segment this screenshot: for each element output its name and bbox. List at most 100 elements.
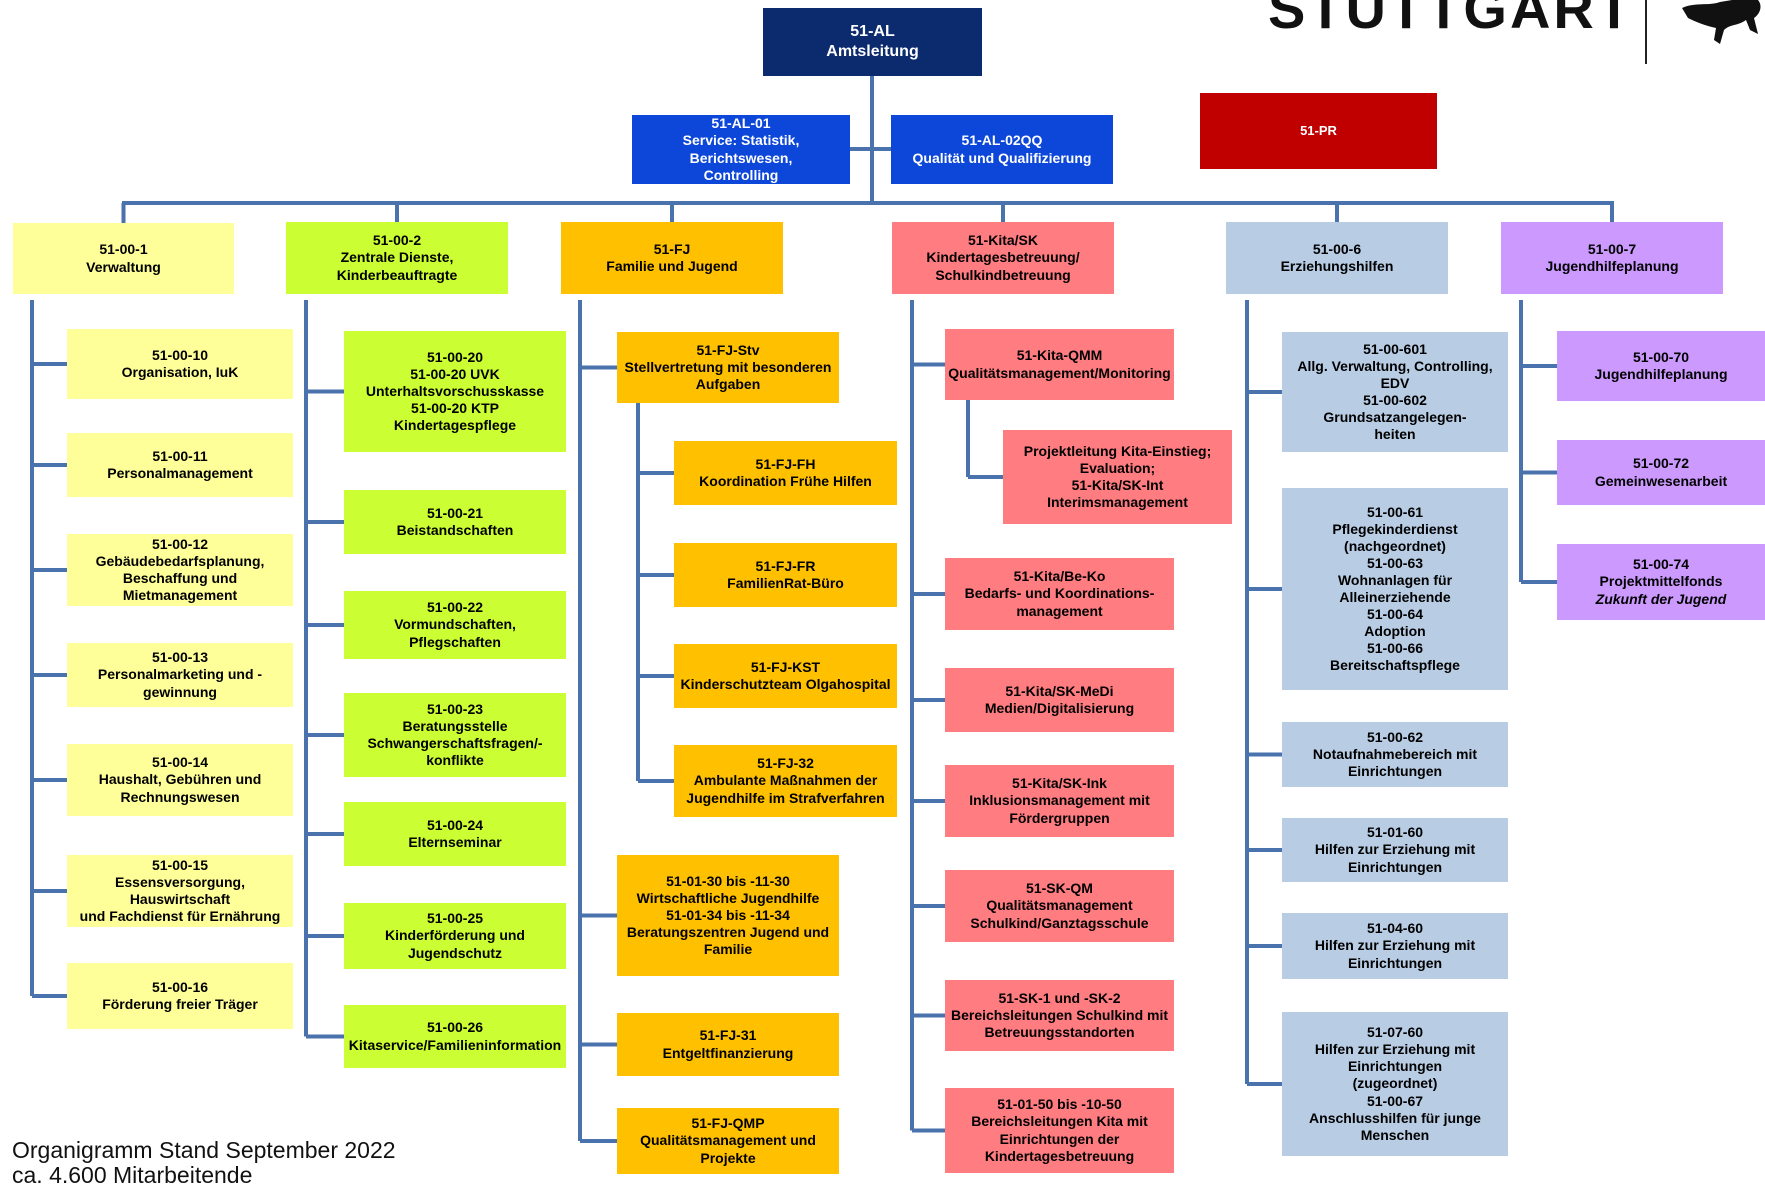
- box-text-line: 51-00-66: [1366, 640, 1424, 657]
- box-text-line: Fördergruppen: [1009, 809, 1110, 826]
- box-text-line: Gebäudebedarfsplanung,: [95, 552, 265, 569]
- box-text-line: Einrichtungen: [1347, 1058, 1443, 1075]
- box-text-line: Schulkindbetreuung: [935, 266, 1071, 283]
- box-text-line: Qualität und Qualifizierung: [912, 149, 1092, 166]
- box-text-line: 51-FJ-32: [757, 755, 814, 772]
- box-text-line: Erziehungshilfen: [1280, 258, 1394, 274]
- box-text-line: 51-00-20 KTP: [411, 400, 499, 417]
- box-text-line: 51-00-12: [151, 535, 209, 552]
- box-text-line: Einrichtungen der: [999, 1130, 1120, 1147]
- box-text-line: Bereitschaftspflege: [1330, 657, 1460, 674]
- box-text-line: Notaufnahmebereich mit: [1312, 745, 1478, 762]
- box-text-line: Familie: [703, 941, 753, 958]
- box-text-line: Qualitätsmanagement/Monitoring: [948, 364, 1171, 381]
- box-text-line: Kinderbeauftragte: [336, 266, 458, 283]
- box-text-line: Kindertagespflege: [393, 417, 517, 434]
- box-text-line: 51-00-6: [1312, 240, 1362, 257]
- box-text-line: Unterhaltsvorschusskasse: [365, 382, 545, 399]
- box-text-line: 51-00-14: [151, 754, 209, 771]
- box-text-line: Einrichtungen: [1347, 954, 1443, 971]
- box-text-line: Stellvertretung mit besonderen: [624, 358, 832, 375]
- box-text-line: 51-AL: [850, 23, 895, 41]
- box-text-line: Kinderschutzteam Olgahospital: [680, 676, 891, 692]
- box-text-line: 51-00-15: [151, 856, 209, 873]
- box-text-line: 51-00-21: [426, 504, 484, 521]
- box-text-line: Kinderförderung und Jugendschutz: [385, 927, 525, 961]
- box-text-line: Wirtschaftliche Jugendhilfe: [636, 889, 820, 906]
- box-text-line: 51-AL-01: [711, 115, 771, 132]
- box-text-line: Beratungszentren Jugend und: [626, 924, 830, 941]
- box-text-line: Koordination Frühe Hilfen: [699, 473, 872, 489]
- box-text-line: 51-00-7: [1587, 240, 1637, 257]
- box-text-line: 51-04-60: [1366, 920, 1424, 937]
- box-text-line: Menschen: [1360, 1126, 1430, 1143]
- box-text-line: Bedarfs- und Koordinations-: [964, 585, 1155, 602]
- box-text-line: 51-FJ-QMP: [691, 1115, 765, 1132]
- box-text-line: Betreuungsstandorten: [984, 1024, 1135, 1041]
- box-text-line: 51-FJ-KST: [750, 658, 821, 675]
- box-text-line: 51-FJ: [653, 240, 691, 257]
- box-text-line: 51-00-63: [1366, 554, 1424, 571]
- box-text-line: Haushalt, Gebühren und: [98, 771, 262, 788]
- box-text-line: 51-00-67: [1366, 1092, 1424, 1109]
- box-text-line: Förderung freier Träger: [102, 996, 258, 1012]
- box-text-line: 51-00-23: [426, 700, 484, 717]
- box-text-line: 51-00-64: [1366, 606, 1424, 623]
- box-text-line: FamilienRat-Büro: [727, 575, 844, 591]
- box-text-line: Personalmanagement: [107, 465, 253, 481]
- box-text-line: 51-Kita/SK-MeDi: [1005, 682, 1114, 699]
- box-text-line: Familie und Jugend: [606, 258, 738, 274]
- box-text-line: Interimsmanagement: [1047, 494, 1188, 511]
- box-text-line: management: [1016, 602, 1103, 619]
- box-text-line: 51-00-74: [1632, 556, 1690, 573]
- box-text-line: Vormundschaften, Pflegschaften: [394, 616, 516, 650]
- box-text-line: Beratungsstelle: [402, 717, 508, 734]
- box-text-line: Bereichsleitungen Schulkind mit: [950, 1006, 1169, 1023]
- box-text-line: 51-SK-1 und -SK-2: [998, 989, 1121, 1006]
- box-text-line: (nachgeordnet): [1344, 537, 1446, 554]
- box-text-line: Schulkind/Ganztagsschule: [970, 914, 1149, 931]
- box-text-line: Jugendhilfe im Strafverfahren: [686, 789, 885, 806]
- box-text-line: Einrichtungen: [1347, 858, 1443, 875]
- box-text-line: Wohnanlagen für Alleinerziehende: [1337, 571, 1453, 605]
- box-text-line: 51-00-13: [151, 649, 209, 666]
- box-text-line: Hilfen zur Erziehung mit: [1314, 1041, 1476, 1058]
- box-text-line: 51-00-20: [426, 348, 484, 365]
- box-text-line: Entgeltfinanzierung: [662, 1044, 794, 1061]
- box-text-line: Bereichsleitungen Kita mit: [971, 1113, 1148, 1130]
- box-text-line: 51-FJ-FH: [755, 455, 816, 472]
- box-text-line: 51-00-20 UVK: [410, 365, 500, 382]
- box-text-line: 51-Kita/SK: [967, 232, 1039, 249]
- box-text-line: Allg. Verwaltung, Controlling, EDV: [1297, 357, 1493, 391]
- footer-date: Organigramm Stand September 2022: [12, 1137, 396, 1163]
- box-text-line: Beschaffung und Mietmanagement: [122, 570, 238, 604]
- box-text-line: 51-Kita/Be-Ko: [1013, 568, 1106, 585]
- box-text-line: Hilfen zur Erziehung mit: [1314, 841, 1476, 858]
- subunit-kita: Projektleitung Kita-Einstieg;Evaluation;…: [1003, 430, 1232, 524]
- box-text-line: 51-00-70: [1632, 348, 1690, 365]
- box-text-line: 51-Kita/SK-Int: [1071, 477, 1164, 493]
- box-text-line: Grundsatzangelegen-: [1323, 409, 1467, 426]
